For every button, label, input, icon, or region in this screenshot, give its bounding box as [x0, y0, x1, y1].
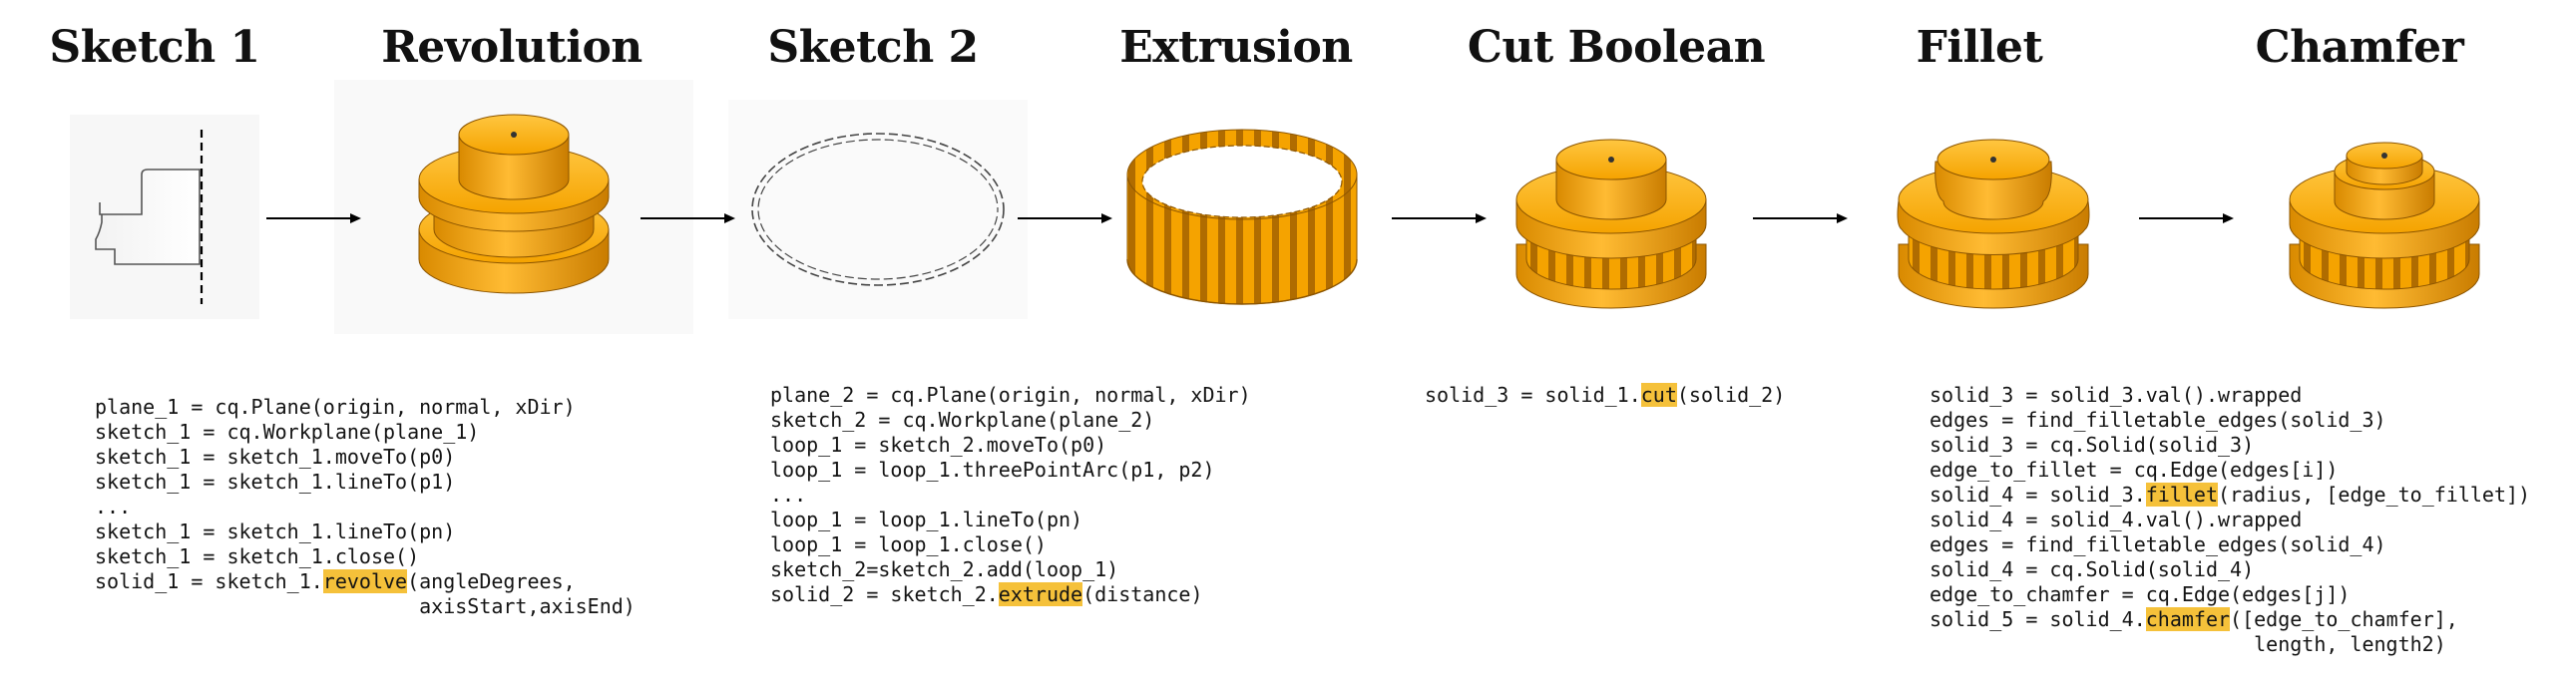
highlight-revolve: revolve	[322, 569, 408, 593]
code-line: axisStart,axisEnd)	[95, 594, 636, 618]
step-title-extrusion: Extrusion	[1119, 22, 1353, 73]
code-line: sketch_1 = sketch_1.close()	[95, 544, 420, 568]
sketch-2-loop	[728, 100, 1028, 319]
step-title-cut-boolean: Cut Boolean	[1467, 22, 1766, 73]
step-title-fillet: Fillet	[1916, 22, 2043, 73]
arrow-extrusion-to-cut	[1392, 213, 1487, 223]
code-line: ...	[770, 483, 807, 507]
code-line: sketch_1 = cq.Workplane(plane_1)	[95, 420, 480, 444]
code-line: sketch_1 = sketch_1.lineTo(p1)	[95, 470, 456, 494]
code-line: (angleDegrees,	[407, 569, 576, 593]
code-line: sketch_1 = sketch_1.moveTo(p0)	[95, 445, 456, 469]
extrusion-ring	[1126, 129, 1358, 305]
code-block-revolve: plane_1 = cq.Plane(origin, normal, xDir)…	[95, 395, 636, 619]
arrow-revolution-to-sketch2	[641, 213, 735, 223]
code-line: solid_3 = solid_1.	[1425, 383, 1641, 407]
code-line: ...	[95, 495, 132, 518]
code-line: ([edge_to_chamfer],	[2230, 607, 2458, 631]
code-line: loop_1 = loop_1.close()	[770, 532, 1047, 556]
code-block-extrude: plane_2 = cq.Plane(origin, normal, xDir)…	[770, 383, 1251, 607]
code-line: length, length2)	[1930, 632, 2446, 656]
cut-boolean-solid	[1515, 139, 1707, 309]
code-line: (solid_2)	[1676, 383, 1786, 407]
code-line: solid_5 = solid_4.	[1930, 607, 2146, 631]
code-line: (distance)	[1082, 582, 1203, 606]
highlight-chamfer: chamfer	[2145, 607, 2231, 631]
code-line: edge_to_chamfer = cq.Edge(edges[j])	[1930, 582, 2351, 606]
code-line: edge_to_fillet = cq.Edge(edges[i])	[1930, 458, 2339, 482]
step-title-chamfer: Chamfer	[2255, 22, 2464, 73]
step-title-sketch-2: Sketch 2	[767, 22, 979, 73]
arrow-sketch2-to-extrusion	[1018, 213, 1112, 223]
code-line: (radius, [edge_to_fillet])	[2218, 483, 2531, 507]
code-line: solid_2 = sketch_2.	[770, 582, 999, 606]
arrow-fillet-to-chamfer	[2139, 213, 2234, 223]
arrow-cut-to-fillet	[1753, 213, 1848, 223]
code-line: sketch_2 = cq.Workplane(plane_2)	[770, 408, 1155, 432]
code-line: solid_3 = solid_3.val().wrapped	[1930, 383, 2303, 407]
revolution-solid	[334, 80, 693, 334]
code-line: loop_1 = loop_1.threePointArc(p1, p2)	[770, 458, 1215, 482]
arrow-sketch1-to-revolution	[266, 213, 361, 223]
code-block-cut: solid_3 = solid_1.cut(solid_2)	[1425, 383, 1785, 408]
chamfer-solid	[2289, 142, 2480, 309]
fillet-solid	[1897, 139, 2090, 309]
code-line: edges = find_filletable_edges(solid_3)	[1930, 408, 2386, 432]
highlight-cut: cut	[1640, 383, 1677, 407]
code-line: solid_4 = cq.Solid(solid_4)	[1930, 557, 2255, 581]
code-line: solid_1 = sketch_1.	[95, 569, 323, 593]
sketch-1-profile	[70, 115, 259, 319]
highlight-extrude: extrude	[998, 582, 1083, 606]
code-line: plane_1 = cq.Plane(origin, normal, xDir)	[95, 395, 576, 419]
code-line: solid_3 = cq.Solid(solid_3)	[1930, 433, 2255, 457]
code-line: edges = find_filletable_edges(solid_4)	[1930, 532, 2386, 556]
code-line: loop_1 = sketch_2.moveTo(p0)	[770, 433, 1107, 457]
code-line: solid_4 = solid_3.	[1930, 483, 2146, 507]
highlight-fillet: fillet	[2145, 483, 2218, 507]
code-line: plane_2 = cq.Plane(origin, normal, xDir)	[770, 383, 1251, 407]
code-block-fillet-chamfer: solid_3 = solid_3.val().wrapped edges = …	[1930, 383, 2530, 657]
code-line: sketch_1 = sketch_1.lineTo(pn)	[95, 519, 456, 543]
code-line: solid_4 = solid_4.val().wrapped	[1930, 508, 2303, 531]
step-title-sketch-1: Sketch 1	[49, 22, 260, 73]
code-line: sketch_2=sketch_2.add(loop_1)	[770, 557, 1119, 581]
code-line: loop_1 = loop_1.lineTo(pn)	[770, 508, 1083, 531]
step-title-revolution: Revolution	[381, 22, 643, 73]
